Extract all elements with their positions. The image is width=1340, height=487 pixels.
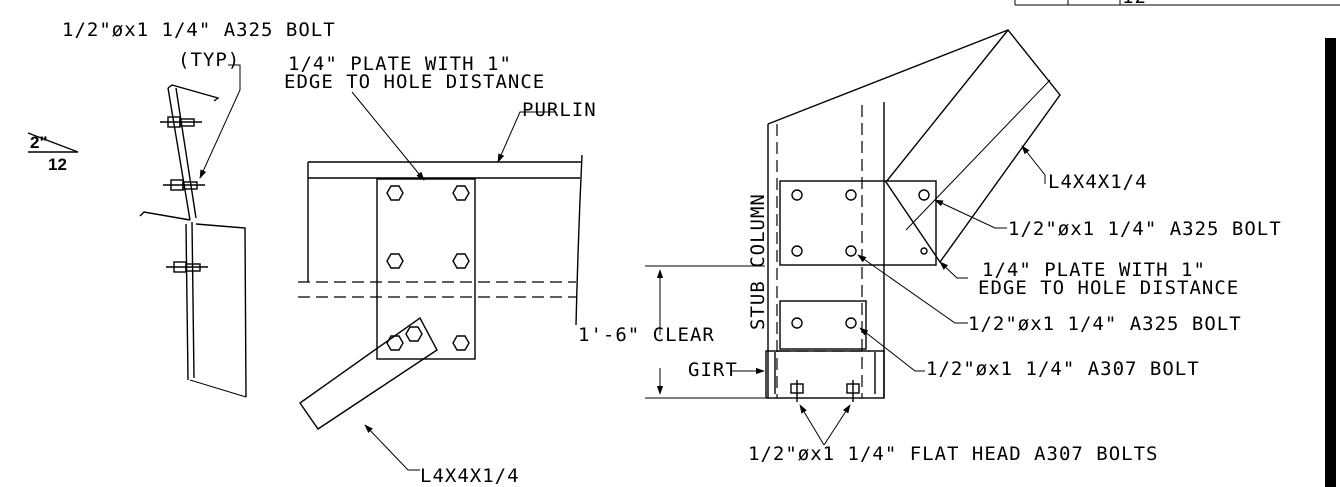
stub-column-label: STUB COLUMN — [747, 193, 769, 330]
left-bolt-3 — [166, 261, 208, 273]
left-bolt-label: 1/2"øx1 1/4" A325 BOLT — [62, 19, 336, 41]
title-block-value: 12 — [1122, 0, 1147, 8]
slope-rise-label: 2" — [30, 133, 48, 152]
right-plate-note-line2: EDGE TO HOLE DISTANCE — [978, 277, 1239, 299]
girt-channel — [765, 350, 885, 399]
slope-run-label: 12 — [48, 155, 67, 174]
purlin-label: PURLIN — [522, 99, 597, 121]
right-bolt-top-label: 1/2"øx1 1/4" A325 BOLT — [1008, 218, 1282, 240]
right-bolt-mid-label: 1/2"øx1 1/4" A325 BOLT — [968, 313, 1242, 335]
a307-bolt-label: 1/2"øx1 1/4" A307 BOLT — [926, 358, 1200, 380]
angle-right-label: L4X4X1/4 — [1048, 171, 1148, 193]
lower-girt-plate — [779, 300, 867, 350]
middle-plate-bolts — [386, 185, 470, 351]
right-plate-note-line1: 1/4" PLATE WITH 1" — [982, 259, 1206, 281]
middle-elevation — [298, 91, 583, 471]
middle-plate — [376, 178, 476, 360]
flat-head-bolts-label: 1/2"øx1 1/4" FLAT HEAD A307 BOLTS — [748, 443, 1159, 465]
typ-label: (TYP) — [178, 49, 240, 71]
plate-note-line2: EDGE TO HOLE DISTANCE — [284, 71, 545, 93]
left-side-view — [27, 64, 247, 398]
left-bolt-1 — [160, 116, 202, 128]
flat-head-bolts — [790, 380, 860, 402]
angle-bottom-label: L4X4X1/4 — [420, 465, 520, 487]
clear-dimension-label: 1'-6" CLEAR — [578, 324, 715, 346]
right-connection-plate — [779, 180, 937, 266]
right-bolt-holes — [791, 189, 930, 329]
girt-label: GIRT — [688, 359, 738, 381]
left-bolt-2 — [163, 179, 205, 191]
plate-note-line1: 1/4" PLATE WITH 1" — [288, 53, 512, 75]
title-block-fragment — [1014, 0, 1340, 487]
right-stub-column-detail — [645, 28, 1061, 446]
